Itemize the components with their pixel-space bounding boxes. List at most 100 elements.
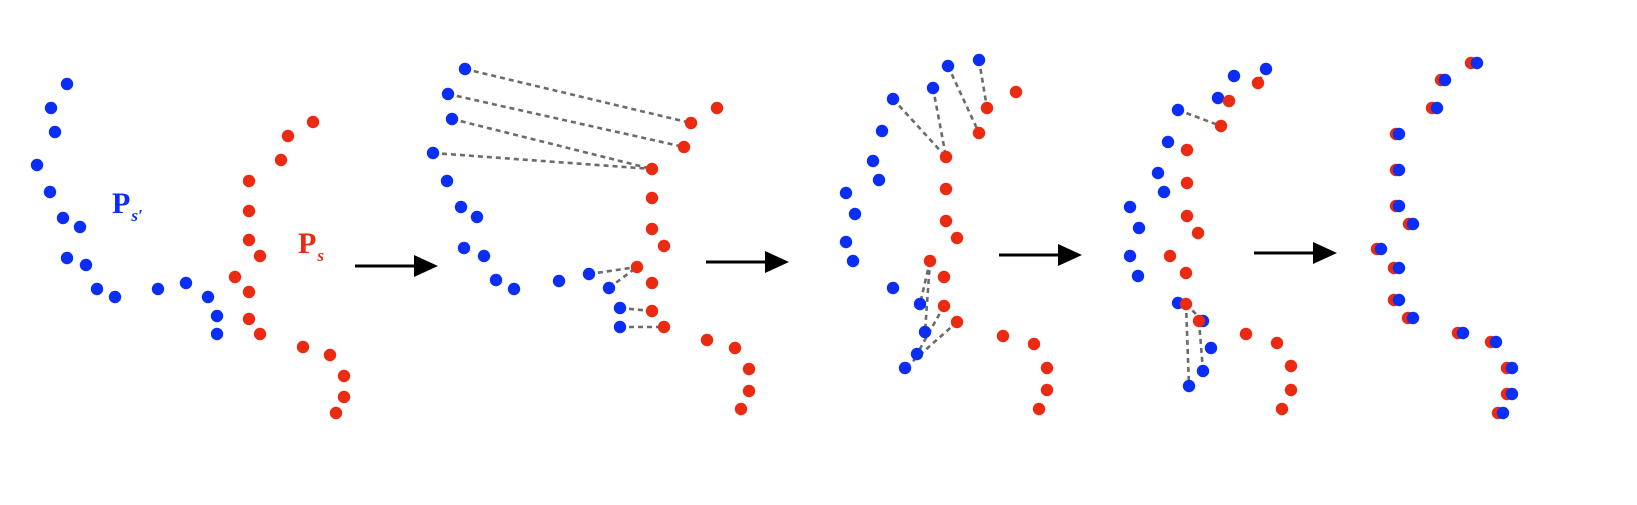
correspondence-line [923,260,932,333]
source-point [1131,269,1145,283]
source-point [1132,221,1146,235]
source-point [1392,127,1406,141]
svg-text:Ps: Ps [298,227,324,265]
target-point [228,270,242,284]
source-point [108,290,122,304]
target-point [939,182,953,196]
correspondence-line [451,117,653,171]
source-point [1151,166,1165,180]
source-point [507,282,521,296]
target-point [337,369,351,383]
iteration-3-points [1123,62,1298,416]
right-arrow-icon [706,251,789,273]
target-cloud-label: Ps [298,227,324,265]
target-label-main: P [298,227,316,260]
source-point [60,77,74,91]
source-point [602,281,616,295]
source-point [1406,311,1420,325]
correspondence-line [931,87,948,158]
source-point [457,241,471,255]
target-point [296,340,310,354]
source-point [1392,199,1406,213]
correspondence-line [904,321,958,369]
target-point [937,270,951,284]
arrow-head [1058,244,1082,266]
source-point [489,273,503,287]
source-point [552,274,566,288]
source-point [1123,249,1137,263]
point-clouds [30,53,1519,420]
source-label-main: P [112,187,130,220]
target-point [734,402,748,416]
target-point [323,348,337,362]
target-point [939,150,953,164]
target-point [1180,209,1194,223]
source-point [872,173,886,187]
source-point [1438,73,1452,87]
source-point [440,174,454,188]
source-point [1505,361,1519,375]
source-point [1123,200,1137,214]
correspondence-line [946,65,981,134]
source-point [898,361,912,375]
target-point [645,222,659,236]
source-point [90,282,104,296]
target-point [1032,402,1046,416]
source-point [972,53,986,67]
target-point [242,204,256,218]
source-point [44,101,58,115]
correspondence-line [432,151,653,171]
source-point [1489,335,1503,349]
source-point [441,87,455,101]
target-point [950,231,964,245]
source-point [60,251,74,265]
correspondence-line [447,92,685,149]
target-point [329,406,343,420]
source-point [151,282,165,296]
source-point [918,325,932,339]
stage-arrows [355,242,1337,277]
target-point [937,299,951,313]
right-arrow-icon [999,244,1082,266]
iteration-1-correspondences [432,67,692,329]
target-point [281,129,295,143]
source-point [43,185,57,199]
arrow-head [414,255,438,277]
target-point [980,101,994,115]
source-point [1392,261,1406,275]
source-point [426,146,440,160]
target-point [728,341,742,355]
target-point [700,333,714,347]
source-point [210,309,224,323]
target-point [996,329,1010,343]
source-point [1392,163,1406,177]
aligned-points [1370,56,1519,420]
source-point [1259,62,1273,76]
source-point [445,112,459,126]
target-point [1009,85,1023,99]
target-point [242,233,256,247]
source-point [613,320,627,334]
target-point [710,101,724,115]
correspondence-line [977,59,989,109]
source-point [613,301,627,315]
correspondence-line [892,98,947,158]
target-point [1180,143,1194,157]
source-point [1204,341,1218,355]
target-point [253,249,267,263]
source-point [1161,135,1175,149]
source-point [470,210,484,224]
target-point [1275,402,1289,416]
source-point [201,290,215,304]
source-point [1505,387,1519,401]
target-point [1027,337,1041,351]
right-arrow-icon [1254,242,1337,264]
source-point [30,158,44,172]
source-point [866,154,880,168]
target-point [677,140,691,154]
target-point [1284,383,1298,397]
source-point [875,124,889,138]
source-point [73,220,87,234]
